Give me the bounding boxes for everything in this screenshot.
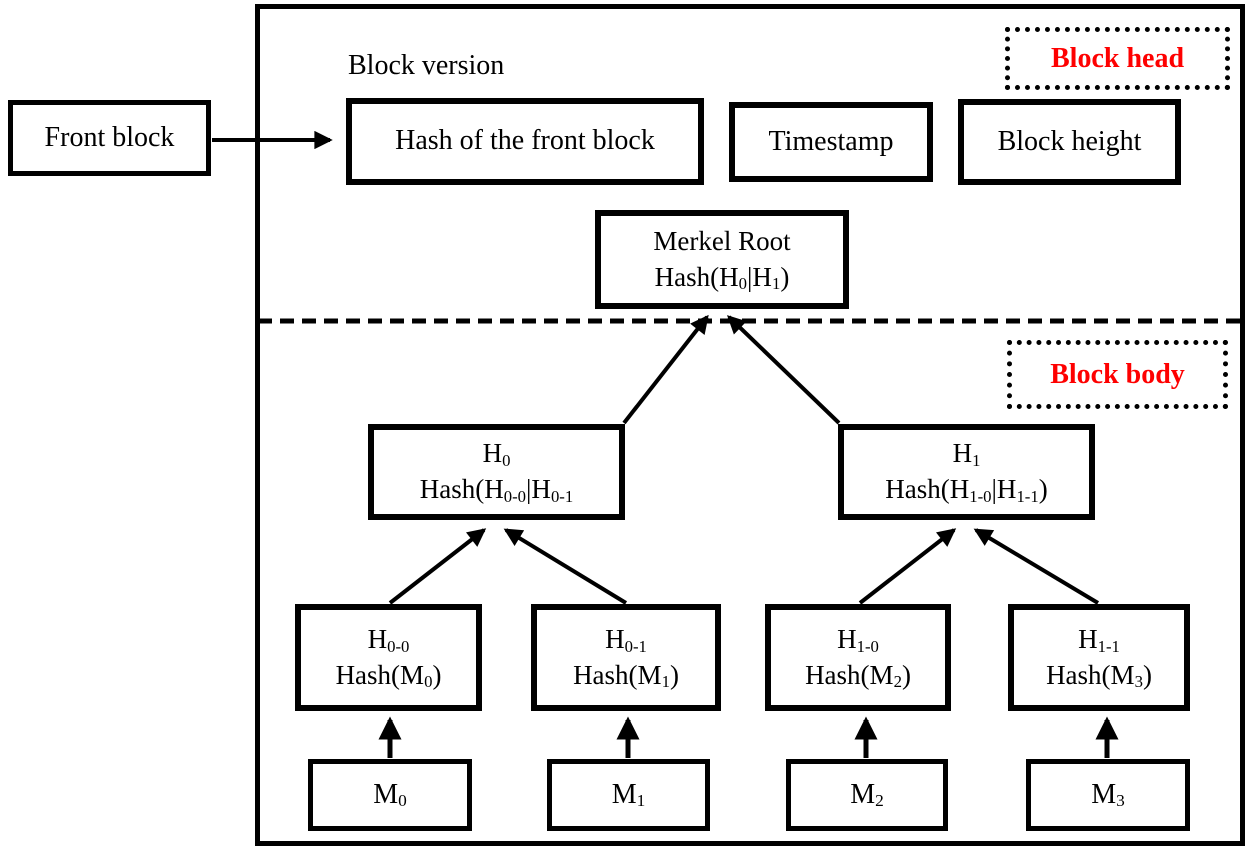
- block-body-tag: Block body: [1007, 340, 1228, 409]
- merkle-root-title: Merkel Root: [653, 225, 791, 256]
- hash-node-h1-1: H1-1 Hash(M3): [1008, 604, 1190, 711]
- block-height-label: Block height: [997, 125, 1142, 157]
- timestamp-label: Timestamp: [768, 125, 894, 157]
- hash-node-h1-1-name: H1-1: [1078, 623, 1120, 656]
- hash-node-h1-0-name: H1-0: [837, 623, 879, 656]
- block-height-node: Block height: [958, 99, 1181, 185]
- merkle-root-node: Merkel Root Hash(H0|H1): [595, 210, 849, 309]
- timestamp-node: Timestamp: [729, 102, 933, 182]
- hash-of-front-block-node: Hash of the front block: [346, 98, 704, 185]
- hash-node-h0-0: H0-0 Hash(M0): [295, 604, 482, 711]
- hash-node-h1-1-formula: Hash(M3): [1046, 659, 1152, 692]
- hash-of-front-block-label: Hash of the front block: [395, 125, 655, 157]
- block-version-label: Block version: [348, 50, 505, 81]
- block-body-tag-label: Block body: [1050, 358, 1185, 390]
- message-node-m0: M0: [308, 759, 472, 831]
- hash-node-h0-formula: Hash(H0-0|H0-1: [419, 474, 574, 506]
- message-node-m2: M2: [786, 759, 948, 831]
- hash-node-h0: H0 Hash(H0-0|H0-1: [368, 424, 625, 520]
- front-block-node: Front block: [8, 100, 211, 176]
- hash-node-h1-0-formula: Hash(M2): [805, 659, 911, 692]
- message-node-m3: M3: [1026, 759, 1190, 831]
- message-node-m0-label: M0: [373, 778, 407, 811]
- hash-node-h0-1-formula: Hash(M1): [573, 659, 679, 692]
- hash-node-h0-1-name: H0-1: [605, 623, 647, 656]
- hash-node-h1-0: H1-0 Hash(M2): [765, 604, 951, 711]
- message-node-m3-label: M3: [1091, 778, 1125, 811]
- hash-node-h0-0-formula: Hash(M0): [335, 659, 442, 692]
- merkle-root-formula: Hash(H0|H1): [654, 261, 790, 294]
- hash-node-h1-name: H1: [952, 438, 981, 471]
- hash-node-h1: H1 Hash(H1-0|H1-1): [838, 424, 1095, 520]
- hash-node-h1-formula: Hash(H1-0|H1-1): [885, 474, 1048, 506]
- hash-node-h0-1: H0-1 Hash(M1): [531, 604, 721, 711]
- message-node-m1: M1: [547, 759, 710, 831]
- message-node-m1-label: M1: [611, 778, 646, 811]
- hash-node-h0-0-name: H0-0: [367, 623, 410, 656]
- message-node-m2-label: M2: [850, 778, 884, 811]
- hash-node-h0-name: H0: [482, 438, 511, 471]
- front-block-label: Front block: [44, 121, 175, 153]
- block-head-tag: Block head: [1005, 27, 1230, 90]
- block-head-tag-label: Block head: [1050, 42, 1185, 74]
